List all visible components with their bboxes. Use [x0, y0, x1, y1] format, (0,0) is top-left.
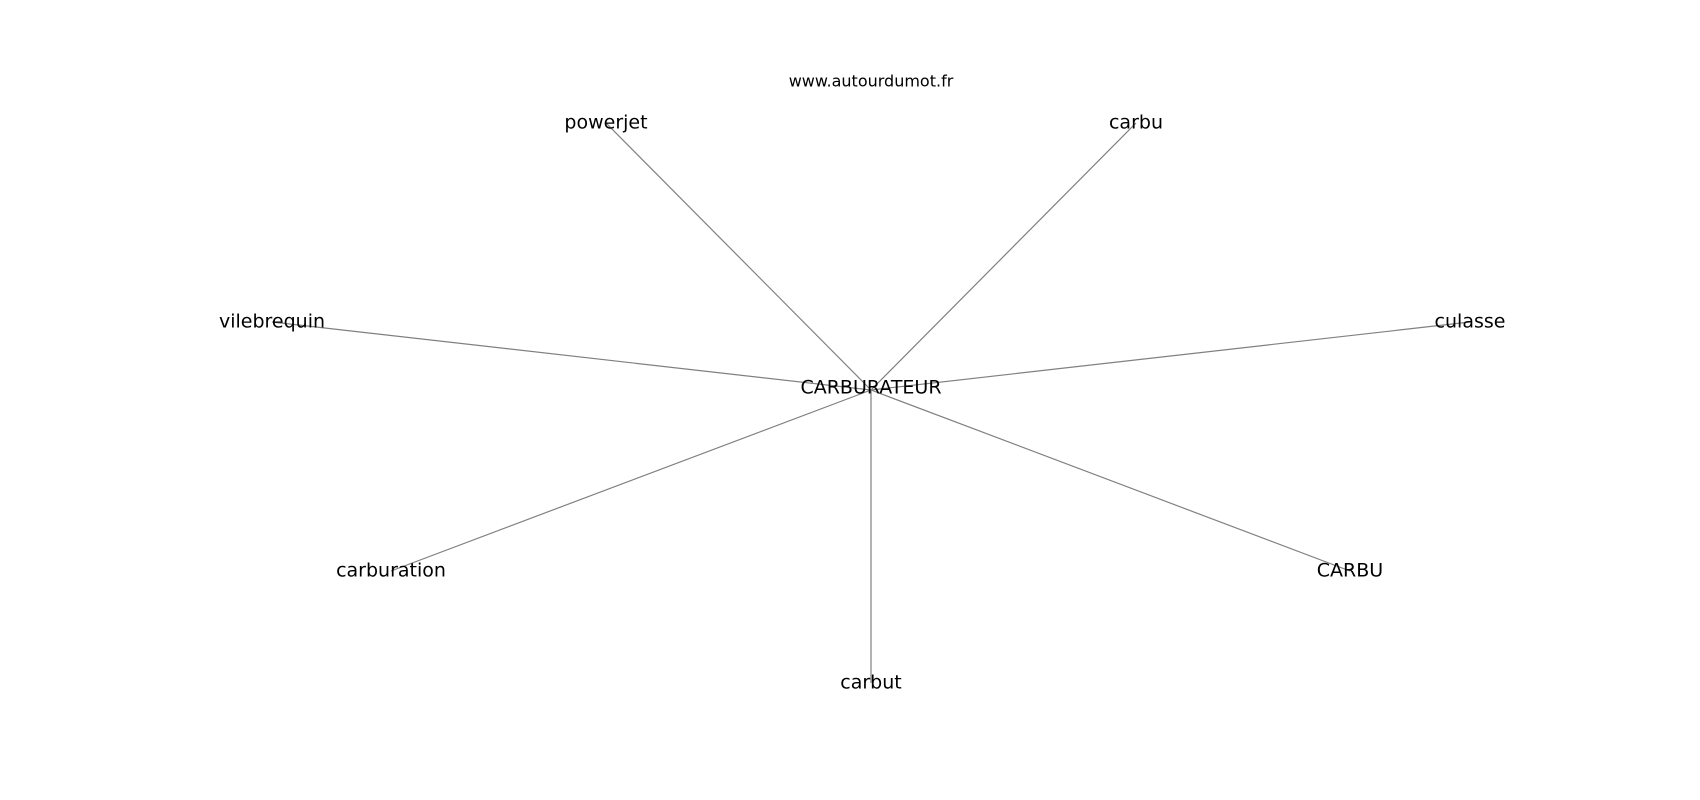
edge-carbu: [870, 122, 1137, 391]
node-carbut[interactable]: carbut: [840, 672, 901, 694]
node-CARBU[interactable]: CARBU: [1317, 560, 1383, 582]
edge-powerjet: [605, 122, 872, 391]
node-carbu[interactable]: carbu: [1109, 112, 1163, 134]
edge-CARBU: [870, 389, 1351, 572]
node-vilebrequin[interactable]: vilebrequin: [219, 311, 325, 333]
edge-carburation: [390, 389, 872, 572]
node-carburation[interactable]: carburation: [336, 560, 446, 582]
word-nodes: powerjet carbu vilebrequin culasse carbu…: [219, 112, 1505, 694]
source-watermark: www.autourdumot.fr: [789, 72, 954, 91]
node-powerjet[interactable]: powerjet: [564, 112, 647, 134]
node-culasse[interactable]: culasse: [1435, 311, 1506, 333]
edges: [271, 122, 1471, 683]
edge-vilebrequin: [271, 321, 872, 391]
center-node[interactable]: CARBURATEUR: [800, 377, 941, 399]
edge-culasse: [870, 321, 1471, 391]
